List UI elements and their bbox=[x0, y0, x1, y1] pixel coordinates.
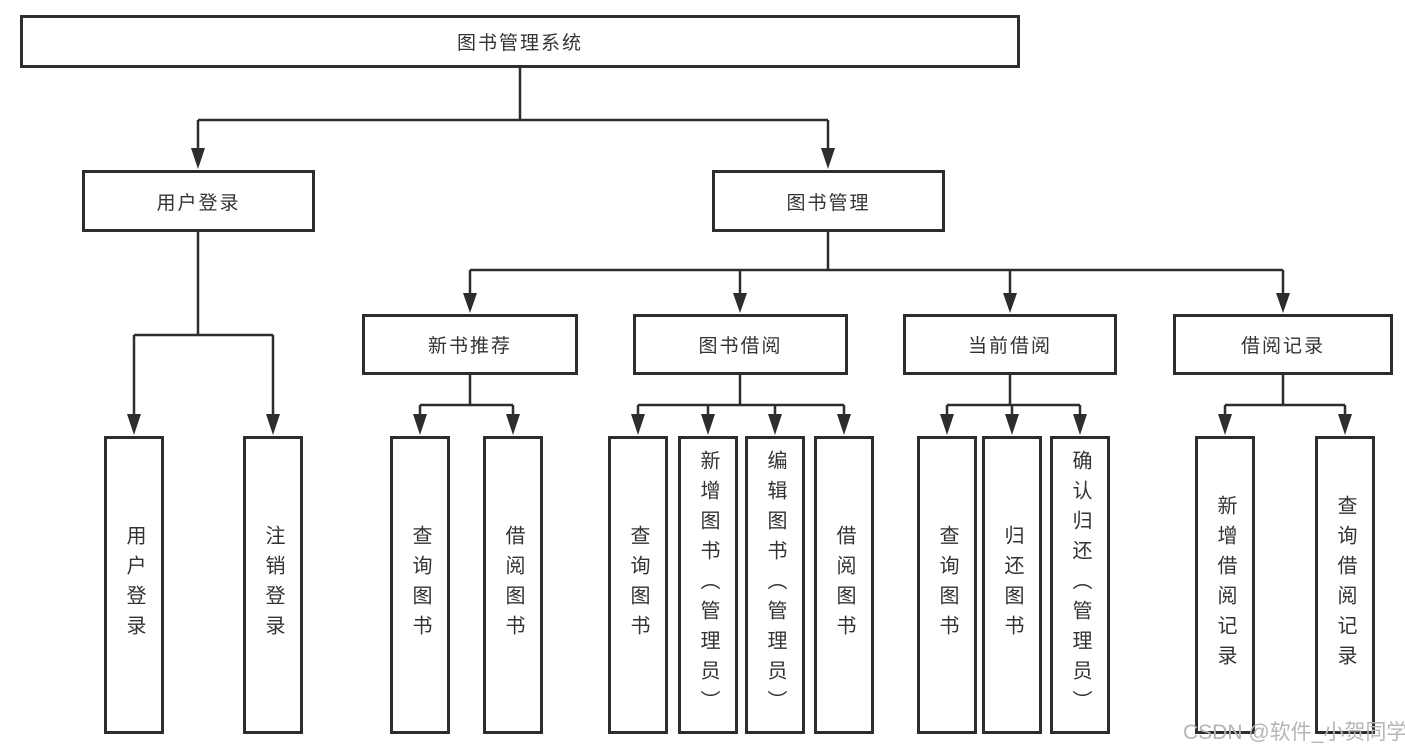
leaf-edit-books-admin: 编辑图书（管理员） bbox=[745, 436, 805, 734]
connector-root-to-level2 bbox=[191, 67, 835, 169]
node-book-management-label: 图书管理 bbox=[786, 192, 871, 214]
leaf-query-books-recommend-label: 查询图书 bbox=[409, 525, 431, 645]
node-new-book-recommend-label: 新书推荐 bbox=[427, 336, 512, 357]
leaf-confirm-return-admin-label: 确认归还（管理员） bbox=[1069, 450, 1091, 720]
node-borrow-records: 借阅记录 bbox=[1173, 314, 1393, 375]
node-user-login: 用户登录 bbox=[82, 170, 315, 232]
leaf-query-borrow-record: 查询借阅记录 bbox=[1315, 436, 1375, 734]
connector-current-to-children bbox=[940, 375, 1087, 435]
leaf-add-books-admin: 新增图书（管理员） bbox=[678, 436, 738, 734]
node-current-borrow: 当前借阅 bbox=[903, 314, 1117, 375]
leaf-edit-books-admin-label: 编辑图书（管理员） bbox=[764, 450, 786, 720]
node-new-book-recommend: 新书推荐 bbox=[362, 314, 578, 375]
leaf-confirm-return-admin: 确认归还（管理员） bbox=[1050, 436, 1110, 734]
leaf-user-login-label: 用户登录 bbox=[123, 525, 145, 645]
leaf-add-books-admin-label: 新增图书（管理员） bbox=[697, 450, 719, 720]
node-borrow-records-label: 借阅记录 bbox=[1240, 336, 1325, 357]
node-book-borrow: 图书借阅 bbox=[633, 314, 848, 375]
leaf-query-books-recommend: 查询图书 bbox=[390, 436, 450, 734]
leaf-query-books-borrow: 查询图书 bbox=[608, 436, 668, 734]
node-root-label: 图书管理系统 bbox=[456, 33, 583, 54]
connector-borrow-to-children bbox=[631, 375, 851, 435]
connector-records-to-children bbox=[1218, 375, 1352, 435]
node-book-borrow-label: 图书借阅 bbox=[698, 336, 783, 357]
leaf-logout: 注销登录 bbox=[243, 436, 303, 734]
csdn-watermark: CSDN @软件_小贺同学 bbox=[1183, 721, 1405, 744]
node-current-borrow-label: 当前借阅 bbox=[967, 336, 1052, 357]
leaf-query-borrow-record-label: 查询借阅记录 bbox=[1334, 495, 1356, 675]
leaf-return-books: 归还图书 bbox=[982, 436, 1042, 734]
connector-recommend-to-children bbox=[413, 375, 520, 435]
leaf-query-books-current-label: 查询图书 bbox=[936, 525, 958, 645]
leaf-user-login: 用户登录 bbox=[104, 436, 164, 734]
leaf-borrow-books-recommend-label: 借阅图书 bbox=[502, 525, 524, 645]
leaf-query-books-current: 查询图书 bbox=[917, 436, 977, 734]
leaf-add-borrow-record-label: 新增借阅记录 bbox=[1214, 495, 1236, 675]
leaf-query-books-borrow-label: 查询图书 bbox=[627, 525, 649, 645]
leaf-return-books-label: 归还图书 bbox=[1001, 525, 1023, 645]
node-book-management: 图书管理 bbox=[712, 170, 945, 232]
node-root-system: 图书管理系统 bbox=[20, 15, 1020, 68]
node-user-login-label: 用户登录 bbox=[156, 192, 241, 214]
leaf-borrow-books-borrow-label: 借阅图书 bbox=[833, 525, 855, 645]
leaf-borrow-books-recommend: 借阅图书 bbox=[483, 436, 543, 734]
leaf-borrow-books-borrow: 借阅图书 bbox=[814, 436, 874, 734]
leaf-add-borrow-record: 新增借阅记录 bbox=[1195, 436, 1255, 734]
leaf-logout-label: 注销登录 bbox=[262, 525, 284, 645]
connector-user-login-to-children bbox=[127, 232, 280, 435]
connector-book-management-to-level3 bbox=[463, 232, 1290, 313]
